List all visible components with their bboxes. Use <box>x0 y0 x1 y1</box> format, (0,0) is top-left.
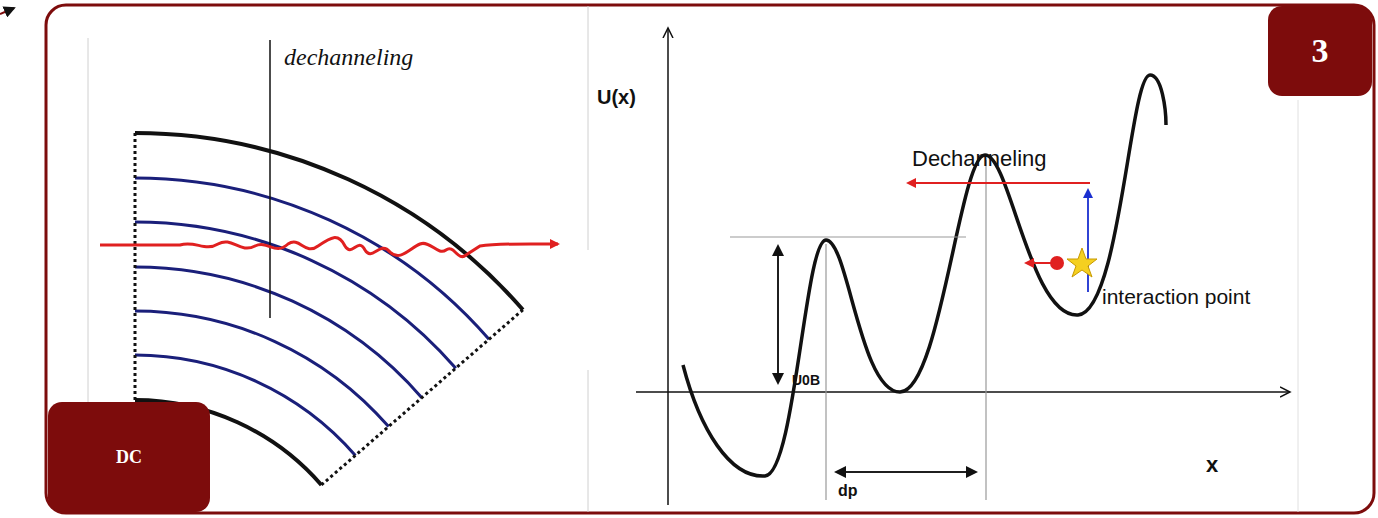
barrier-height-label-holder: U0B <box>792 372 820 388</box>
dechanneling-label: Dechanneling <box>912 146 1047 172</box>
interaction-point-label-holder: interaction point <box>1102 284 1252 310</box>
interaction-star <box>1067 248 1097 277</box>
y-axis <box>667 28 669 505</box>
dechanneling-label-holder: Dechanneling <box>912 146 1047 172</box>
axis-label-holder: x <box>1206 452 1218 478</box>
crystal-face <box>321 310 523 485</box>
dechanneling-arrow <box>908 182 1090 184</box>
axis-label-holder: U(x) <box>597 86 636 109</box>
crystal-plane <box>135 267 422 398</box>
axis-label: U(x) <box>597 86 636 109</box>
callout-number: 3 <box>1312 32 1329 70</box>
panel-tag: DC <box>116 447 142 468</box>
energy-kick-arrow <box>1087 190 1089 292</box>
callout-number-box: 3 <box>1268 6 1372 96</box>
panel-frame <box>46 5 1374 513</box>
panel-tag-box: DC <box>48 402 210 512</box>
plane-spacing-label-holder: dp <box>838 482 858 500</box>
dechanneling-marker <box>269 40 271 318</box>
plane-spacing-label: dp <box>838 482 858 500</box>
dechanneling-label-holder: dechanneling <box>284 44 413 71</box>
axis-label: x <box>1206 452 1218 478</box>
interaction-point-label: interaction point <box>1102 284 1252 310</box>
crystal-face <box>134 133 137 400</box>
particle-dot <box>1050 256 1064 270</box>
particle-trajectory <box>100 238 558 257</box>
potential-curve <box>683 75 1166 476</box>
corner-arrow <box>0 8 14 14</box>
x-axis <box>636 391 1290 393</box>
barrier-height-label: U0B <box>792 372 820 388</box>
dechanneling-label: dechanneling <box>284 44 413 71</box>
